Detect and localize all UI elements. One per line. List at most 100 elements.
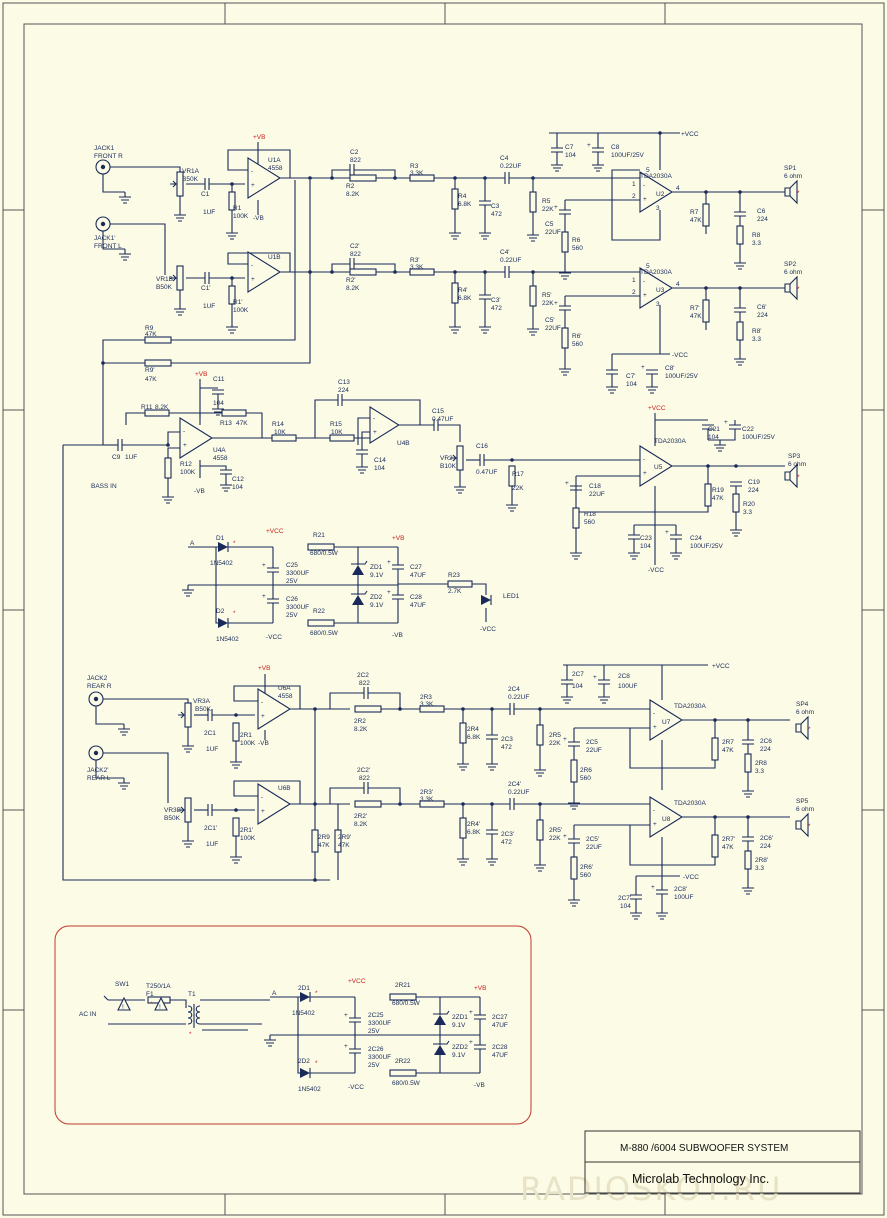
wire xyxy=(167,447,180,458)
polarity-plus: + xyxy=(262,562,266,569)
opamp-minus: - xyxy=(251,262,253,269)
capacitor xyxy=(742,836,754,842)
electrolytic-capacitor xyxy=(568,741,580,747)
ground-symbol xyxy=(182,741,194,753)
wire xyxy=(227,252,291,272)
label-rear_l-c1: 2C1' xyxy=(204,825,217,832)
resistor xyxy=(311,829,319,853)
electrolytic-capacitor xyxy=(474,1014,486,1020)
label-rails-neg_vcc: -VCC xyxy=(672,352,688,359)
capacitor xyxy=(628,534,640,540)
resistor xyxy=(744,753,752,773)
label-psu_top-d1: D1 xyxy=(216,535,225,542)
label-rear_l-r1_v: 100K xyxy=(240,835,256,842)
wire xyxy=(95,706,124,725)
opamp-triangle xyxy=(649,699,684,741)
label-front_r-c5: C5 xyxy=(545,221,554,228)
label-rear_l-r7_v: 47K xyxy=(722,844,734,851)
speaker-star: * xyxy=(797,474,800,481)
label-front_l-r5: R5' xyxy=(542,292,552,299)
ground-symbol xyxy=(670,548,682,560)
label-rear_r-c1: 2C1 xyxy=(204,730,216,737)
resistor xyxy=(447,580,473,588)
capacitor xyxy=(742,739,754,745)
label-rear_l-c1_v: 1UF xyxy=(206,841,218,848)
label-amps-pin_plus: 1 xyxy=(632,181,636,188)
opamp-plus: + xyxy=(183,442,187,449)
label-front_r-r8_v: 3.3 xyxy=(752,240,761,247)
label-psu_bottom-d_type: 1N5402 xyxy=(298,1086,321,1093)
wire xyxy=(573,727,630,798)
electrolytic-capacitor xyxy=(267,567,279,573)
label-rear_l-c5: 2C5' xyxy=(586,836,599,843)
label-rear_r-c4: 2C4 xyxy=(508,686,520,693)
label-rear_l-r1: 2R1' xyxy=(240,827,253,834)
label-rear_r-c2_v: 822 xyxy=(359,680,370,687)
label-rear_r-r5_v: 22K xyxy=(549,740,561,747)
electrolytic-capacitor xyxy=(592,147,604,153)
jack-pin xyxy=(100,221,106,227)
label-rear_r-r6_v: 560 xyxy=(580,775,591,782)
resistor xyxy=(536,819,544,841)
label-front_l-r8: R8' xyxy=(752,328,762,335)
label-psu_top-led: LED1 xyxy=(503,593,520,600)
electrolytic-capacitor xyxy=(559,209,571,215)
label-amps-pin_vcc: 5 xyxy=(646,167,650,174)
capacitor xyxy=(486,829,498,835)
resistor xyxy=(354,705,382,713)
ground-symbol xyxy=(486,759,498,771)
label-front_l-c3_v: 472 xyxy=(491,305,502,312)
label-psu_top-r21: R21 xyxy=(313,532,325,539)
electrolytic-capacitor xyxy=(570,485,582,491)
resistor xyxy=(561,231,569,253)
jack-pin xyxy=(93,750,99,756)
resistor xyxy=(451,188,459,210)
resistor xyxy=(221,409,247,417)
mark-star: * xyxy=(233,610,236,617)
warning-icon xyxy=(117,996,131,1011)
opamp-minus: - xyxy=(261,794,263,801)
polarity-plus: + xyxy=(563,736,567,743)
wire xyxy=(310,996,355,1074)
label-opamps-u6a_type: 4558 xyxy=(278,693,293,700)
label-front_r-r3_v: 3.3K xyxy=(410,170,424,177)
resistor xyxy=(409,268,435,276)
label-bass-r9: R9 xyxy=(145,325,154,332)
label-bass-r20: R20 xyxy=(743,501,755,508)
resistor xyxy=(561,327,569,349)
label-bass-r15_v: 10K xyxy=(331,429,343,436)
label-front_r-r2: R2 xyxy=(346,183,355,190)
label-psu_top-c27: C27 xyxy=(410,564,422,571)
wire xyxy=(334,546,398,624)
label-bass-c21: C21 xyxy=(708,426,720,433)
label-rear_l-c2_v: 822 xyxy=(359,775,370,782)
label-psu_bottom-a: A xyxy=(272,990,277,997)
wire xyxy=(659,305,670,355)
label-bass-c13: C13 xyxy=(338,379,350,386)
mark-star: * xyxy=(189,1031,192,1038)
label-front_r-r8: R8 xyxy=(752,232,761,239)
label-front_r-c6: C6 xyxy=(757,208,766,215)
electrolytic-capacitor xyxy=(656,889,668,895)
label-rear_r-c1_v: 1UF xyxy=(206,746,218,753)
wiper-arrow xyxy=(170,274,178,282)
zener-diode xyxy=(434,1045,446,1055)
capacitor xyxy=(117,439,123,451)
label-rear_r-r4: 2R4 xyxy=(467,726,479,733)
opamp-plus: + xyxy=(643,196,647,203)
label-psu_bottom-f1: F1 xyxy=(146,991,154,998)
label-front_l-r1: R1' xyxy=(233,299,243,306)
label-bass-c19: C19 xyxy=(748,479,760,486)
label-bass-r11_v: 8.2K xyxy=(155,404,169,411)
label-speakers-imp: 6 ohm xyxy=(788,461,806,468)
wire xyxy=(102,231,125,250)
label-psu_bottom-zd2_v: 9.1V xyxy=(452,1052,466,1059)
label-rear_r-r8: 2R8 xyxy=(755,760,767,767)
speaker-icon xyxy=(795,715,809,741)
label-rear_l-r4_v: 6.8K xyxy=(467,829,481,836)
label-front_l-c2: C2' xyxy=(350,243,360,250)
label-rails-neg_vcc: -VCC xyxy=(683,874,699,881)
